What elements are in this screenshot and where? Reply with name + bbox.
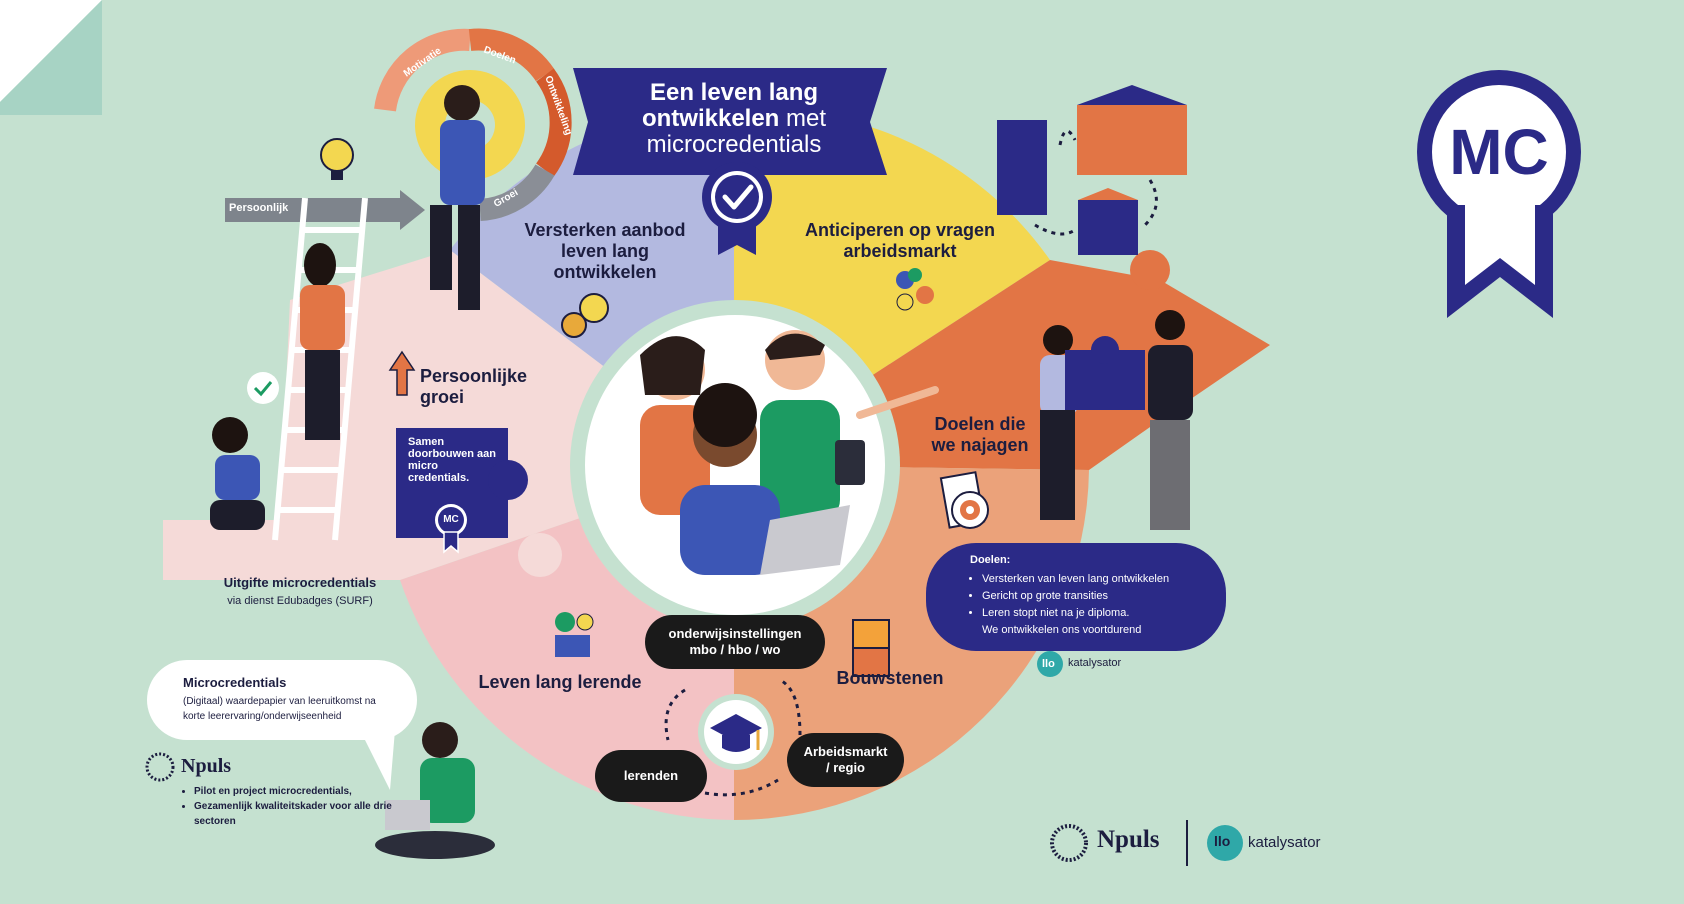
segment-title-anticiperen: Anticiperen op vragen arbeidsmarkt [804,220,996,261]
segment-title-bouwstenen: Bouwstenen [836,668,944,688]
pill-onderwijsinstellingen: onderwijsinstellingen mbo / hbo / wo [645,615,825,669]
cycle-arrows [225,28,572,230]
footer-npuls: Npuls [1097,826,1160,853]
woman-on-ladder [300,243,345,440]
people-with-puzzle [1040,310,1193,530]
doelen-item: We ontwikkelen ons voortdurend [982,624,1142,636]
banner-line1: Een leven lang [649,79,819,106]
speech-tail [360,730,395,790]
doelen-box-list: Versterken van leven lang ontwikkelen Ge… [968,571,1232,639]
doelen-box [926,543,1226,651]
doelen-item: Leren stopt niet na je diploma. [982,605,1232,622]
pill-onderwijs-line2: mbo / hbo / wo [689,642,781,657]
segment-title-versterken: Versterken aanbod leven lang ontwikkelen [524,220,686,282]
speech-bubble [147,660,417,740]
segment-title-leven-lang: Leven lang lerende [478,672,642,692]
mc-badge-label: MC [1449,116,1549,188]
students-illustration [640,330,939,575]
puzzle-knob [1130,250,1170,290]
uitgifte-title: Uitgifte microcredentials [223,575,377,590]
uitgifte-sub: via dienst Edubadges (SURF) [227,595,373,607]
check-bubble-icon [247,372,279,404]
puzzle-card-text: Samen doorbouwen aan micro credentials. [408,436,496,484]
segment-title-doelen: Doelen die we najagen [931,414,1029,455]
man-with-laptop [375,722,495,859]
footer-llo: llo [1214,833,1231,849]
pill-arbeidsmarkt: Arbeidsmarkt / regio [787,733,904,787]
gears-icon [561,293,609,338]
pill-lerenden-label: lerenden [623,768,679,783]
npuls-block-list: Pilot en project microcredentials, Gezam… [180,784,394,829]
person-computer-icon [555,612,594,657]
mc-badge-large [1417,70,1581,318]
puzzle-knob [518,533,562,577]
banner-title: Een leven lang ontwikkelen met microcred… [573,80,895,158]
lightbulb-icon [320,138,354,180]
speech-text: (Digitaal) waardepapier van leeruitkomst… [183,696,376,722]
npuls-block-name: Npuls [181,755,232,777]
arrow-up-icon [388,350,416,396]
man-with-gear [430,85,485,310]
llo-badge-label: llo [1042,658,1055,670]
doelen-partner: katalysator [1068,657,1122,669]
person-helping [210,417,265,530]
building-blocks-icon [852,619,890,677]
people-network-icon [896,268,934,311]
pill-lerenden: lerenden [595,750,707,802]
flow-arrows [664,678,802,797]
banner-line3: microcredentials [646,131,822,158]
doelen-box-title: Doelen: [970,554,1011,566]
footer-katalysator: katalysator [1248,834,1321,851]
footer-llo-badge [1207,825,1243,861]
buildings-icon [997,85,1187,255]
banner-line2-bold: ontwikkelen [641,105,780,132]
npuls-item: Pilot en project microcredentials, [194,784,394,799]
pill-arbeidsmarkt-line2: / regio [825,760,865,775]
puzzle-card-badge: MC [443,514,459,525]
doelen-item: Gericht op grote transities [982,588,1232,605]
npuls-item: Gezamenlijk kwaliteitskader voor alle dr… [194,799,394,829]
target-checklist-icon [939,471,989,529]
banner-line2-rest: met [786,105,827,132]
segment-title-persoonlijke-groei: Persoonlijke groei [420,366,528,407]
doelen-item: Versterken van leven lang ontwikkelen [982,571,1232,588]
title-banner [573,68,887,255]
llo-badge-small [1037,651,1063,677]
pill-arbeidsmarkt-line1: Arbeidsmarkt [803,744,888,759]
speech-title: Microcredentials [183,675,287,690]
pill-onderwijs-line1: onderwijsinstellingen [668,626,802,641]
puzzle-card [396,428,528,554]
folded-corner-shadow [0,0,102,115]
footer-npuls-logo-icon [1050,824,1088,862]
graduation-cap-icon [698,694,774,770]
cycle-persoonlijk: Persoonlijk [229,202,289,214]
npuls-logo-icon [145,752,175,782]
